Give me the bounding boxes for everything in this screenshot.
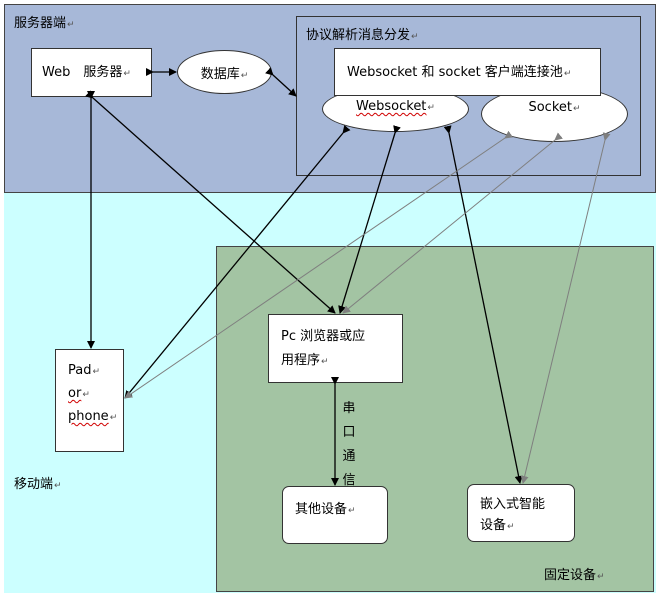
connection-pool-label: Websocket 和 socket 客户端连接池↵ [347, 65, 572, 80]
other-device-node: 其他设备↵ [282, 486, 388, 544]
mobile-region-label: 移动端↵ [14, 477, 62, 492]
arrow-web-pc [85, 90, 336, 314]
other-device-label: 其他设备↵ [295, 502, 356, 517]
arrow-database-protocol [265, 67, 297, 97]
serial-comm-label: 串 口 通 信 [342, 401, 356, 488]
arrow-websocket-embedded [443, 125, 523, 484]
fixed-region-label: 固定设备↵ [544, 568, 605, 583]
socket-label: Socket↵ [528, 100, 581, 115]
arrow-socket-pc [342, 132, 563, 314]
database-label: 数据库↵ [200, 66, 249, 82]
protocol-region-label: 协议解析消息分发↵ [306, 28, 419, 43]
server-region-label: 服务器端↵ [14, 16, 75, 31]
connection-pool-node: Websocket 和 socket 客户端连接池↵ [334, 48, 601, 96]
arrow-socket-embedded [520, 132, 611, 484]
web-server-label: Web 服务器↵ [42, 65, 131, 80]
database-node: 数据库↵ [177, 50, 272, 94]
pad-phone-label: Pad↵ or↵ phone↵ [68, 363, 118, 424]
embedded-device-label: 嵌入式智能 设备↵ [480, 497, 546, 533]
embedded-device-node: 嵌入式智能 设备↵ [467, 484, 575, 542]
pad-phone-node: Pad↵ or↵ phone↵ [55, 349, 124, 452]
arrow-websocket-pad [124, 125, 351, 399]
arrow-websocket-pc [338, 125, 401, 314]
websocket-label: Websocket↵ [356, 99, 435, 114]
